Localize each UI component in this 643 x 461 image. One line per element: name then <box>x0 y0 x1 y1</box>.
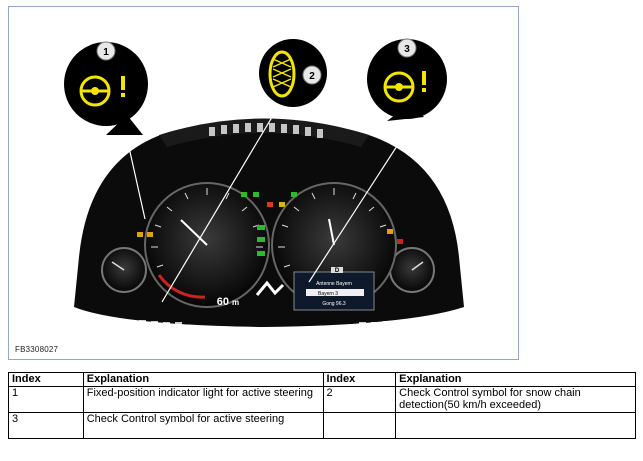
table-row: 1 Fixed-position indicator light for act… <box>8 386 636 413</box>
info-display <box>293 267 375 311</box>
callout-number-3: 3 <box>404 44 410 55</box>
figure-id: FB3308027 <box>15 345 59 354</box>
instrument-cluster-figure: 1 2 3 60 m D Antenne Bayern Bayern 3 Gon… <box>8 6 519 360</box>
radio-item-1: Antenne Bayern <box>316 281 352 287</box>
radio-item-2: Bayern 3 <box>318 291 338 297</box>
index-cell: 1 <box>8 386 84 413</box>
explanation-cell: Check Control symbol for active steering <box>82 412 324 439</box>
callout-3 <box>367 38 447 121</box>
index-cell <box>322 412 397 439</box>
explanation-cell <box>395 412 636 439</box>
callout-1 <box>64 41 148 135</box>
header-index: Index <box>322 372 397 387</box>
speedometer <box>144 182 270 308</box>
callout-2 <box>259 39 327 107</box>
header-explanation: Explanation <box>395 372 636 387</box>
temp-gauge <box>389 247 435 293</box>
index-cell: 2 <box>322 386 397 413</box>
callout-number-2: 2 <box>309 71 315 82</box>
table-row: 3 Check Control symbol for active steeri… <box>8 412 636 439</box>
index-cell: 3 <box>8 412 84 439</box>
speed-readout <box>255 280 285 296</box>
gear-indicator: D <box>335 268 340 274</box>
header-index: Index <box>8 372 84 387</box>
explanation-cell: Check Control symbol for snow chain dete… <box>395 386 636 413</box>
legend-table: Index Explanation Index Explanation 1 Fi… <box>8 372 636 439</box>
header-explanation: Explanation <box>82 372 324 387</box>
fuel-gauge <box>101 247 147 293</box>
callout-leaders <box>123 101 420 303</box>
indicator-lights <box>137 192 403 256</box>
cluster-illustration: 1 2 3 60 m D Antenne Bayern Bayern 3 Gon… <box>64 38 464 328</box>
callout-number-1: 1 <box>103 47 109 58</box>
speed-unit: m <box>232 298 239 307</box>
table-header-row: Index Explanation Index Explanation <box>8 372 636 387</box>
explanation-cell: Fixed-position indicator light for activ… <box>82 386 324 413</box>
cluster-body <box>74 118 464 328</box>
radio-item-3: Gong 96.3 <box>322 301 346 307</box>
speed-value: 60 <box>217 296 229 308</box>
